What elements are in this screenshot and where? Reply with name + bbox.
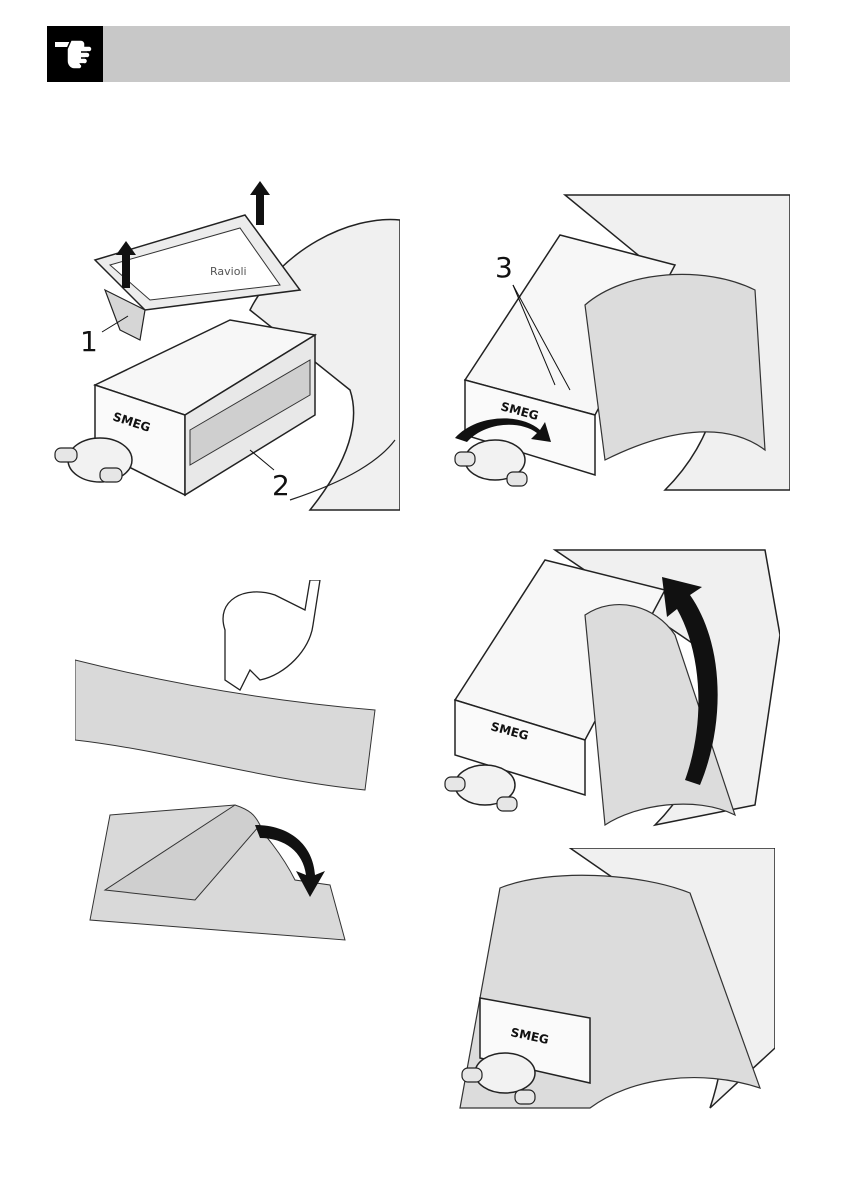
figure-dough-through-drawing: SMEG bbox=[440, 848, 775, 1128]
figure-fold-over-drawing: SMEG bbox=[435, 545, 780, 845]
pointing-hand-icon bbox=[47, 26, 103, 82]
figure-fold-dough-drawing bbox=[75, 580, 385, 960]
callout-3: 3 bbox=[495, 254, 513, 282]
figure-fold-dough bbox=[75, 580, 385, 960]
figure-remove-tray: Ravioli SMEG 1 2 bbox=[50, 180, 400, 515]
header-bar bbox=[47, 26, 790, 82]
figure-dough-through: SMEG bbox=[440, 848, 775, 1128]
figure-fold-over: SMEG bbox=[435, 545, 780, 845]
figure-remove-tray-drawing: Ravioli SMEG bbox=[50, 180, 400, 515]
figure-feed-dough-drawing: SMEG bbox=[445, 190, 790, 510]
callout-2: 2 bbox=[272, 472, 290, 500]
callout-1: 1 bbox=[80, 328, 98, 356]
figure-feed-dough: SMEG 3 bbox=[445, 190, 790, 510]
tray-label: Ravioli bbox=[210, 265, 247, 278]
